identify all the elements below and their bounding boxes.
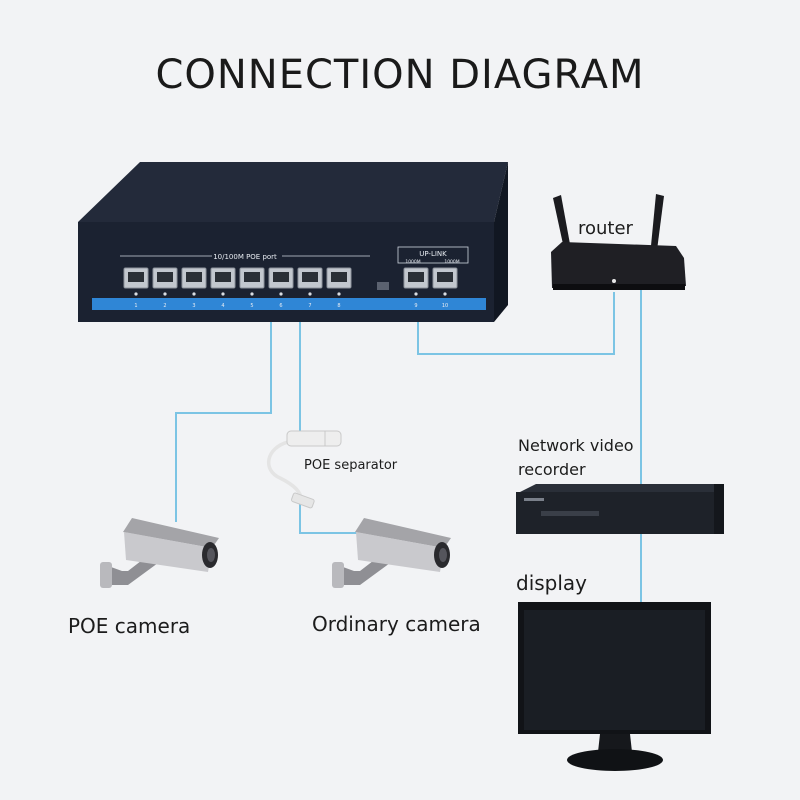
port-led — [250, 292, 254, 296]
camera-mount-plate — [332, 562, 344, 588]
cable-separator-to-ordinary-camera — [299, 500, 357, 534]
camera-lens-glass — [439, 548, 447, 562]
ethernet-port-socket — [408, 272, 424, 282]
monitor-stand-neck — [598, 734, 632, 752]
ordinary-camera-label: Ordinary camera — [312, 612, 481, 636]
monitor-stand-base — [567, 749, 663, 771]
cable-lines — [175, 290, 642, 606]
port-number-label: 9 — [414, 303, 417, 309]
switch-port-row: 1 2 3 4 5 6 7 8 9 10 — [123, 267, 458, 309]
network-video-recorder — [516, 484, 724, 534]
display-monitor — [518, 602, 711, 771]
ethernet-port-socket — [302, 272, 318, 282]
port-number-label: 7 — [308, 303, 311, 309]
nvr-label-line1: Network video — [518, 436, 634, 455]
switch-blue-stripe — [92, 298, 486, 310]
router-base — [553, 284, 685, 290]
port-number-label: 10 — [442, 303, 448, 309]
port-number-label: 8 — [337, 303, 340, 309]
uplink-speed-label: 1000M — [444, 259, 459, 265]
camera-hood — [123, 518, 219, 548]
camera-lens-glass — [207, 548, 215, 562]
ethernet-port-socket — [331, 272, 347, 282]
switch-side-face — [494, 162, 508, 322]
ethernet-port-socket — [157, 272, 173, 282]
ethernet-port-socket — [215, 272, 231, 282]
ethernet-port-socket — [273, 272, 289, 282]
router-label: router — [578, 218, 633, 239]
dip-switch — [377, 282, 389, 290]
port-led — [337, 292, 341, 296]
port-number-label: 5 — [250, 303, 253, 309]
port-number-label: 4 — [221, 303, 224, 309]
port-number-label: 6 — [279, 303, 282, 309]
port-led — [134, 292, 138, 296]
router-body — [551, 242, 686, 288]
router-antenna — [650, 194, 664, 258]
camera-body — [356, 532, 444, 572]
poe-switch: 10/100M POE port UP-LINK 1000M 1000M 1 2 3… — [78, 162, 508, 322]
nvr-label: Network video recorder — [518, 434, 658, 482]
nvr-label-line2: recorder — [518, 460, 586, 479]
port-led — [192, 292, 196, 296]
poe-separator-label: POE separator — [304, 458, 398, 473]
ordinary-camera — [332, 518, 451, 588]
uplink-label-box — [397, 246, 469, 264]
camera-hood — [355, 518, 451, 548]
poe-camera — [100, 518, 219, 588]
page-title: CONNECTION DIAGRAM — [155, 52, 645, 98]
port-number-label: 3 — [192, 303, 195, 309]
ethernet-port-socket — [128, 272, 144, 282]
camera-mount-plate — [100, 562, 112, 588]
nvr-drive-bay — [541, 511, 599, 516]
poe-port-group-label: 10/100M POE port — [213, 253, 277, 261]
separator-module — [286, 430, 342, 447]
nvr-badge — [524, 498, 544, 501]
port-led — [163, 292, 167, 296]
ethernet-port-socket — [437, 272, 453, 282]
nvr-side-face — [714, 484, 724, 534]
router-status-light — [612, 279, 616, 283]
cable-uplink-to-router — [417, 292, 615, 355]
poe-camera-label: POE camera — [68, 614, 191, 638]
cable-switch-to-poe-camera — [175, 318, 272, 522]
port-led — [279, 292, 283, 296]
separator-plug — [291, 492, 315, 509]
poe-separator — [266, 430, 342, 509]
ethernet-port-socket — [186, 272, 202, 282]
port-led — [443, 292, 447, 296]
uplink-speed-label: 1000M — [405, 259, 420, 265]
display-label: display — [516, 571, 588, 595]
nvr-top-face — [518, 484, 724, 493]
switch-top-face — [78, 162, 508, 222]
port-led — [308, 292, 312, 296]
separator-cable — [266, 440, 304, 501]
router — [551, 194, 686, 290]
monitor-screen — [524, 610, 705, 730]
port-led — [414, 292, 418, 296]
ethernet-port-socket — [244, 272, 260, 282]
uplink-label: UP-LINK — [419, 250, 447, 258]
port-number-label: 2 — [163, 303, 166, 309]
port-number-label: 1 — [134, 303, 137, 309]
port-led — [221, 292, 225, 296]
camera-body — [124, 532, 212, 572]
